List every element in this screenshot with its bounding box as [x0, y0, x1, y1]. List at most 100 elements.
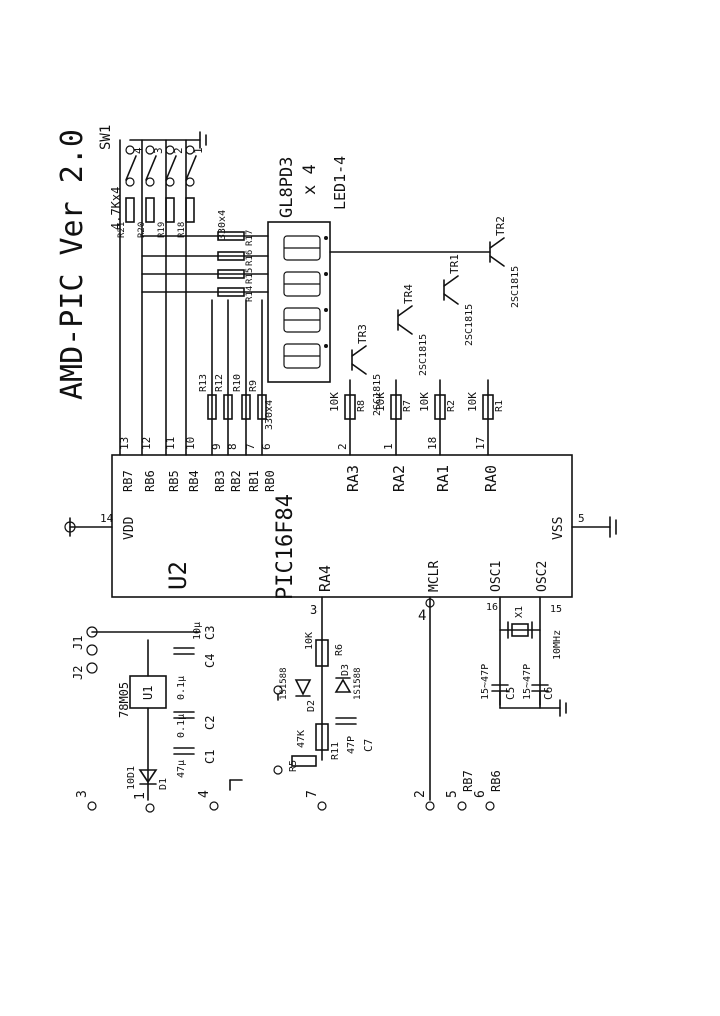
portb-label-rb4: RB4 [187, 470, 201, 492]
output-terminal-out5 [457, 801, 467, 811]
c1-value: 47µ [176, 760, 187, 778]
porta-res-r2 [434, 394, 446, 420]
portb-pin-9: 9 [210, 443, 223, 450]
switch-res-r20 [145, 197, 155, 223]
osc2-pin-number: 15 [550, 604, 562, 615]
c4-ref: C4 [203, 654, 217, 668]
switch-res-ref-r21: R21 [117, 222, 127, 238]
output-number-out2: 2 [413, 790, 428, 798]
c2-value: 0.1µ [176, 714, 187, 738]
switch-terminal-b-4 [125, 177, 135, 187]
schematic-title: AMD-PIC Ver 2.0 [55, 129, 90, 400]
output-number-out3: 3 [75, 790, 90, 798]
d1-part: 10D1 [126, 766, 137, 790]
portb-label-rb7: RB7 [121, 470, 135, 492]
switch-terminal-a-4 [125, 145, 135, 155]
portb-label-rb6: RB6 [143, 470, 157, 492]
jack-j2: J2 [71, 666, 85, 680]
output-terminal-out3 [87, 801, 97, 811]
porta-res-r8 [344, 394, 356, 420]
seg-res-r17 [217, 231, 245, 241]
c7-ref: C7 [362, 739, 375, 752]
c6-value: 15~47P [522, 664, 533, 700]
switch-res-ref-r18: R18 [177, 222, 187, 238]
c3-value: 10µ [192, 622, 203, 640]
porta-pin-17: 17 [474, 437, 487, 450]
transistor-collector-tr3 [351, 345, 367, 357]
dig-res-r13 [207, 394, 217, 420]
switch-pin-3: 3 [152, 147, 165, 154]
porta-label-ra1: RA1 [434, 465, 452, 492]
output-terminal-out6 [485, 801, 495, 811]
r5-ref: R5 [288, 760, 299, 772]
c5-value: 15~47P [480, 664, 491, 700]
portb-pin-10: 10 [184, 437, 197, 450]
switch-res-r19 [165, 197, 175, 223]
portb-label-rb3: RB3 [213, 470, 227, 492]
transistor-ref-tr4: TR4 [402, 284, 415, 304]
switch-terminal-b-2 [165, 177, 175, 187]
porta-pin-18: 18 [426, 437, 439, 450]
r11-ref: R11 [330, 742, 341, 760]
portb-label-rb2: RB2 [229, 470, 243, 492]
porta-label-ra3: RA3 [344, 465, 362, 492]
porta-label-ra2: RA2 [390, 465, 408, 492]
mcu-vss-label: VSS [551, 517, 566, 540]
porta-res-r1 [482, 394, 494, 420]
display-part: GL8PD3 [277, 157, 297, 218]
display-seg-res: 330x4 [217, 210, 228, 240]
d1-ref: D1 [158, 778, 169, 790]
porta-res-value-r1: 10K [466, 392, 479, 412]
d3-ref: D3 [340, 664, 351, 676]
mcu-ref: U2 [164, 561, 192, 590]
digit-res-value: 330x4 [264, 400, 275, 430]
portb-pin-8: 8 [226, 443, 239, 450]
ra4-pin-number: 3 [310, 603, 317, 617]
d3-part: 1S1588 [353, 667, 363, 700]
porta-res-ref-r2: R2 [446, 400, 457, 412]
digit-dp-1 [324, 236, 328, 240]
seg-res-ref-r16: R16 [245, 250, 255, 266]
display-qty: x 4 [300, 164, 320, 195]
output-terminal-out7 [317, 801, 327, 811]
c5-ref: C5 [504, 687, 517, 700]
transistor-type-tr1: 2SC1815 [464, 304, 475, 346]
output-number-out1: 1 [133, 792, 148, 800]
switch-terminal-a-2 [165, 145, 175, 155]
portb-label-rb0: RB0 [263, 470, 277, 492]
switch-terminal-b-3 [145, 177, 155, 187]
ra4-label: RA4 [316, 565, 334, 592]
seg-res-ref-r14: R14 [245, 286, 255, 302]
seg-res-ref-r15: R15 [245, 268, 255, 284]
output-number-out5: 5 [445, 790, 460, 798]
porta-pin-1: 1 [382, 443, 395, 450]
switch-pin-4: 4 [132, 147, 145, 154]
porta-res-value-r8: 10K [328, 392, 341, 412]
output-number-out4: 4 [197, 790, 212, 798]
transistor-emitter-tr3 [351, 363, 367, 375]
mclr-label: MCLR [427, 561, 442, 592]
crystal-x1 [511, 623, 529, 637]
dig-res-r9 [257, 394, 267, 420]
crystal-value: 10MHz [552, 630, 563, 660]
switch-terminal-b-1 [185, 177, 195, 187]
osc1-label: OSC1 [489, 561, 504, 592]
portb-pin-13: 13 [118, 437, 131, 450]
transistor-collector-tr4 [397, 305, 413, 317]
porta-res-value-r7: 10K [374, 392, 387, 412]
c7-value: 47P [346, 736, 357, 754]
c6-ref: C6 [542, 687, 555, 700]
dig-res-ref-r10: R10 [232, 374, 243, 392]
regulator-ref: U1 [141, 686, 155, 700]
output-terminal-out4 [209, 801, 219, 811]
c3-ref: C3 [203, 626, 217, 640]
porta-pin-2: 2 [336, 443, 349, 450]
output-number-out7: 7 [305, 790, 320, 798]
transistor-emitter-tr2 [489, 255, 505, 267]
portb-pin-11: 11 [164, 437, 177, 450]
dig-res-r10 [241, 394, 251, 420]
seg-res-r16 [217, 251, 245, 261]
